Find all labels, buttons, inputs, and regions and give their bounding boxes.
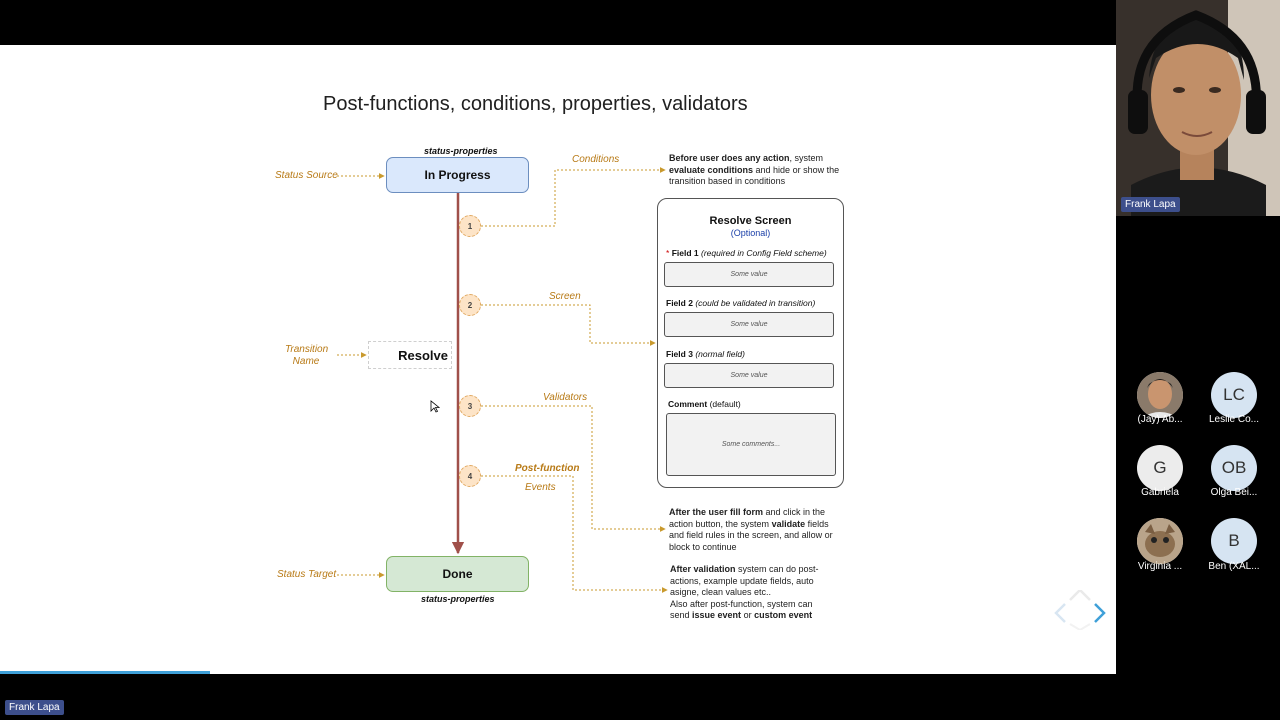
conditions-label: Conditions: [572, 154, 620, 165]
conditions-note-bold-1: Before user does any action: [669, 153, 790, 163]
step-1: 1: [459, 215, 481, 237]
comment-label: Comment (default): [668, 399, 741, 409]
slide-title: Post-functions, conditions, properties, …: [323, 93, 748, 115]
validators-note-bold-1: After the user fill form: [669, 507, 764, 517]
speaker-name-tag: Frank Lapa: [1121, 197, 1180, 212]
field2-name: Field 2: [666, 298, 693, 308]
participant-avatar-1: [1137, 372, 1183, 418]
postfunction-note-text-1: system can do post-actions, example upda…: [670, 564, 819, 597]
field3-note: (normal field): [695, 349, 745, 359]
state-done: Done: [386, 556, 529, 592]
postfunction-note-bold-1: After validation: [670, 564, 736, 574]
speaker-video: Frank Lapa: [1116, 0, 1280, 216]
status-source-label: Status Source: [275, 170, 338, 181]
field3-name: Field 3: [666, 349, 693, 359]
validators-note-bold-2: validate: [771, 518, 806, 529]
comment-name: Comment: [668, 399, 708, 409]
field1-label: * Field 1 (required in Config Field sche…: [666, 248, 827, 258]
transition-name-label-line1: Transition: [285, 344, 329, 355]
nav-prev-icon[interactable]: [1054, 603, 1066, 623]
comment-textarea: Some comments...: [666, 413, 836, 476]
step-2: 2: [459, 294, 481, 316]
speaker-avatar: [1116, 0, 1280, 216]
field1-note: (required in Config Field scheme): [701, 248, 827, 258]
participant-name-1: (Jay) Ab...: [1137, 414, 1183, 425]
events-label: Events: [525, 482, 556, 493]
presentation-slide: Post-functions, conditions, properties, …: [0, 45, 1116, 674]
screen-label: Screen: [549, 291, 581, 302]
participant-name-2: Leslie Co...: [1208, 414, 1260, 425]
step-3: 3: [459, 395, 481, 417]
field2-input: Some value: [664, 312, 834, 337]
slide-navigation: [1054, 590, 1106, 630]
slide-progress-bar: [0, 671, 210, 674]
transition-resolve: Resolve: [368, 341, 452, 369]
mouse-cursor-icon: [430, 400, 440, 413]
required-asterisk: *: [666, 248, 670, 258]
conditions-note: Before user does any action, system eval…: [669, 153, 849, 188]
postfunction-note: After validation system can do post-acti…: [670, 564, 834, 622]
field1-name: Field 1: [671, 248, 699, 258]
field2-note: (could be validated in transition): [695, 298, 816, 308]
participant-avatar-6: B: [1211, 518, 1257, 564]
transition-name-label: Transition Name: [285, 344, 329, 368]
postfunction-note-bold-3: custom event: [754, 610, 813, 620]
conditions-note-text-1: , system: [789, 153, 824, 163]
participant-name-4: Olga Bei...: [1210, 487, 1258, 498]
participant-name-5: Virginia ...: [1137, 561, 1183, 572]
participant-photo-5: [1137, 518, 1183, 564]
participant-photo-1: [1137, 372, 1183, 418]
post-function-label: Post-function: [515, 463, 580, 474]
validators-note-text-1: and click in the action button, the syst…: [669, 507, 826, 529]
postfunction-note-text-2: Also after post-function, system can sen…: [670, 598, 813, 621]
nav-up-icon: [1069, 590, 1091, 601]
screen-subtitle: (Optional): [730, 228, 771, 238]
participant-avatar-5: [1137, 518, 1183, 564]
field3-label: Field 3 (normal field): [666, 349, 745, 359]
conditions-note-bold-2: evaluate conditions: [669, 164, 754, 175]
status-properties-bottom-label: status-properties: [421, 594, 495, 604]
participant-avatar-3: G: [1137, 445, 1183, 491]
diagram-connectors: [337, 167, 668, 593]
status-target-label: Status Target: [277, 569, 337, 580]
field3-input: Some value: [664, 363, 834, 388]
validators-label: Validators: [543, 392, 588, 403]
nav-next-icon[interactable]: [1094, 603, 1106, 623]
participant-name-3: Gabriela: [1141, 487, 1179, 498]
participant-name-6: Ben (XAL...: [1208, 561, 1260, 572]
step-4: 4: [459, 465, 481, 487]
validators-note: After the user fill form and click in th…: [669, 507, 841, 553]
state-in-progress: In Progress: [386, 157, 529, 193]
conditions-note-text-2: and hide or show the transition based in…: [669, 164, 840, 187]
participant-avatar-2: LC: [1211, 372, 1257, 418]
status-properties-top-label: status-properties: [424, 146, 498, 156]
resolve-screen-mockup: Resolve Screen (Optional) * Field 1 (req…: [657, 198, 844, 488]
postfunction-note-bold-2: issue event: [692, 610, 742, 620]
comment-note: (default): [709, 399, 741, 409]
field2-label: Field 2 (could be validated in transitio…: [666, 298, 815, 308]
transition-name-label-line2: Name: [292, 356, 320, 367]
postfunction-note-text-3: or: [741, 610, 755, 620]
validators-note-text-2: fields and field rules in the screen, an…: [669, 518, 833, 552]
field1-input: Some value: [664, 262, 834, 287]
participant-avatar-4: OB: [1211, 445, 1257, 491]
nav-down-icon: [1069, 623, 1091, 630]
screen-title: Resolve Screen: [709, 215, 792, 227]
presenter-name-tag: Frank Lapa: [5, 700, 64, 715]
